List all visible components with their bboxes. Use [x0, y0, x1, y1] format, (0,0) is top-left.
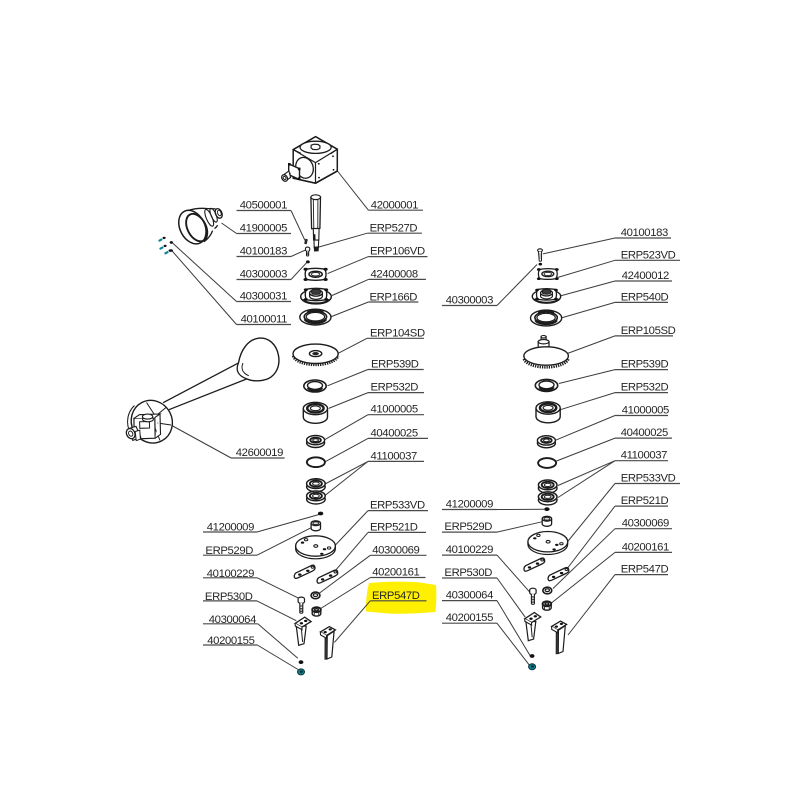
svg-text:41200009: 41200009	[446, 499, 493, 511]
svg-text:ERP547D: ERP547D	[372, 590, 420, 602]
svg-text:ERP106VD: ERP106VD	[370, 246, 425, 258]
svg-text:41000005: 41000005	[622, 405, 669, 417]
svg-text:40300064: 40300064	[209, 614, 256, 626]
svg-text:40300069: 40300069	[372, 544, 419, 556]
svg-text:ERP540D: ERP540D	[621, 291, 669, 303]
svg-text:ERP529D: ERP529D	[444, 521, 492, 533]
svg-text:40100183: 40100183	[621, 227, 668, 239]
svg-text:40100229: 40100229	[207, 568, 254, 580]
svg-text:41200009: 41200009	[207, 522, 254, 534]
svg-text:ERP527D: ERP527D	[370, 223, 418, 235]
svg-text:ERP530D: ERP530D	[444, 567, 492, 579]
svg-text:40300031: 40300031	[240, 291, 287, 303]
svg-text:40200155: 40200155	[207, 635, 254, 647]
svg-text:41900005: 41900005	[240, 223, 287, 235]
svg-text:41000005: 41000005	[371, 404, 418, 416]
svg-text:ERP532D: ERP532D	[621, 382, 669, 394]
svg-text:ERP104SD: ERP104SD	[370, 327, 425, 339]
svg-text:40500001: 40500001	[240, 200, 287, 212]
svg-text:42600019: 42600019	[236, 447, 283, 459]
svg-text:40300064: 40300064	[446, 590, 493, 602]
svg-text:ERP532D: ERP532D	[371, 382, 419, 394]
svg-text:ERP547D: ERP547D	[621, 564, 669, 576]
svg-text:41100037: 41100037	[371, 450, 417, 462]
svg-text:41100037: 41100037	[621, 450, 667, 462]
svg-text:ERP521D: ERP521D	[370, 521, 418, 533]
svg-text:40300003: 40300003	[446, 295, 493, 307]
svg-text:ERP539D: ERP539D	[621, 359, 669, 371]
svg-text:40200155: 40200155	[446, 612, 493, 624]
svg-text:ERP529D: ERP529D	[205, 545, 253, 557]
svg-text:ERP539D: ERP539D	[371, 359, 419, 371]
svg-text:ERP533VD: ERP533VD	[370, 500, 425, 512]
svg-text:40200161: 40200161	[622, 541, 669, 553]
svg-text:40100183: 40100183	[240, 246, 287, 258]
svg-text:40100011: 40100011	[241, 314, 287, 326]
svg-text:40200161: 40200161	[372, 567, 419, 579]
svg-text:40400025: 40400025	[371, 427, 418, 439]
svg-text:42000001: 42000001	[371, 200, 418, 212]
svg-text:42400012: 42400012	[622, 270, 669, 282]
svg-text:ERP105SD: ERP105SD	[621, 325, 676, 337]
svg-text:ERP523VD: ERP523VD	[621, 249, 676, 261]
svg-text:ERP530D: ERP530D	[205, 591, 253, 603]
svg-text:42400008: 42400008	[371, 269, 418, 281]
svg-text:ERP521D: ERP521D	[621, 495, 669, 507]
svg-text:40100229: 40100229	[446, 544, 493, 556]
svg-text:40300069: 40300069	[622, 518, 669, 530]
svg-text:40300003: 40300003	[240, 269, 287, 281]
svg-text:ERP166D: ERP166D	[370, 292, 418, 304]
svg-text:40400025: 40400025	[621, 427, 668, 439]
svg-text:ERP533VD: ERP533VD	[621, 473, 676, 485]
